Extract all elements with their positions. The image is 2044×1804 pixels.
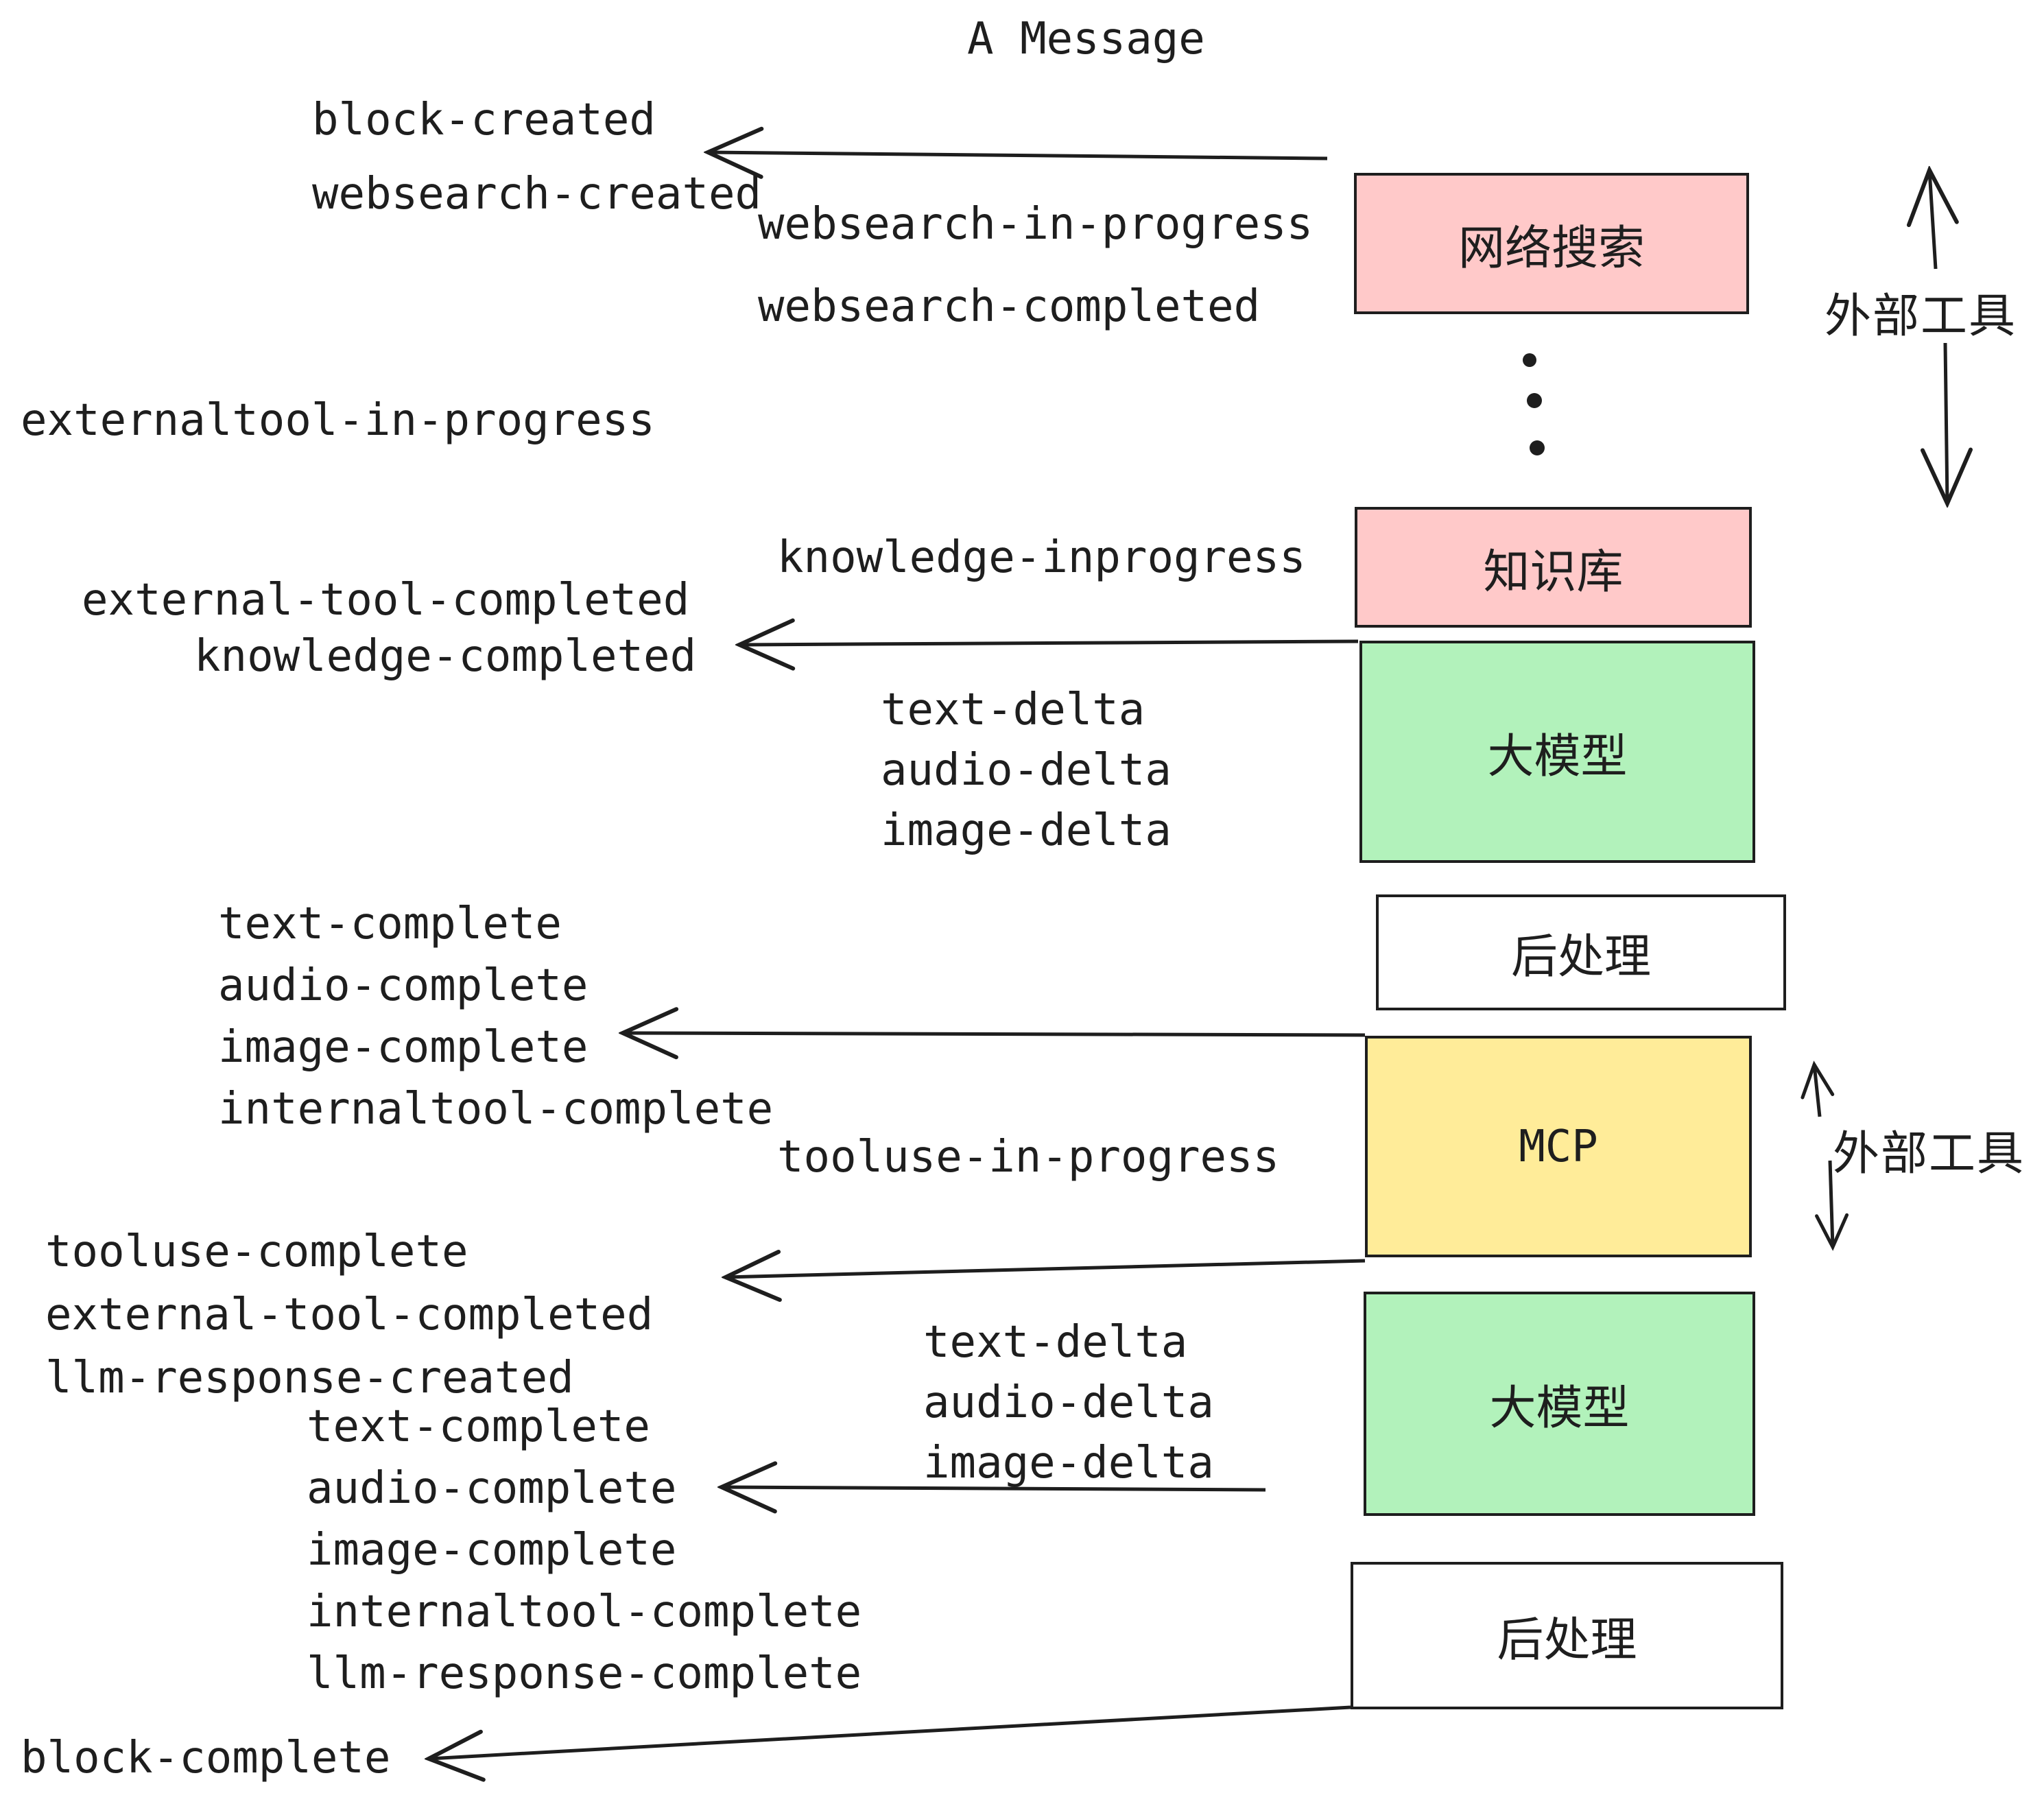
event-knowledge-inprogress: knowledge-inprogress (777, 532, 1306, 583)
event-tooluse-in-progress: tooluse-in-progress (777, 1132, 1280, 1183)
event-websearch-completed: websearch-completed (758, 281, 1261, 332)
event-audio-delta-2: audio-delta (923, 1377, 1214, 1428)
event-image-delta-1: image-delta (881, 805, 1172, 856)
node-websearch: 网络搜索 (1354, 173, 1749, 314)
event-text-complete-2: text-complete (307, 1401, 650, 1452)
arrow-knowledge-to-completed (739, 641, 1359, 645)
arrow-post1-to-complete-list (623, 1033, 1366, 1035)
event-text-complete-1: text-complete (218, 899, 562, 949)
event-image-complete-1: image-complete (218, 1022, 589, 1073)
node-postprocess-2: 后处理 (1351, 1562, 1783, 1709)
node-mcp: MCP (1365, 1036, 1752, 1257)
event-llm-response-complete: llm-response-complete (307, 1648, 862, 1699)
event-websearch-created: websearch-created (312, 169, 762, 219)
ellipsis-dots (1523, 353, 1545, 455)
event-image-delta-2: image-delta (923, 1438, 1214, 1488)
arrow-websearch-to-created (708, 152, 1328, 158)
arrow-post2-to-block-complete (429, 1705, 1351, 1759)
event-text-delta-2: text-delta (923, 1317, 1188, 1368)
event-external-tool-completed-2: external-tool-completed (45, 1290, 654, 1340)
event-external-tool-completed-1: external-tool-completed (82, 575, 690, 626)
event-internaltool-complete-2: internaltool-complete (307, 1587, 862, 1637)
external-tools-top-up-arrow (1929, 170, 1936, 270)
external-tools-top-down-arrow (1945, 342, 1947, 503)
event-audio-complete-1: audio-complete (218, 960, 589, 1011)
external-tools-bottom-up-arrow (1801, 1060, 1835, 1117)
node-postprocess-1: 后处理 (1376, 894, 1786, 1010)
external-tools-label-top: 外部工具 (1825, 289, 2017, 344)
node-llm-1: 大模型 (1359, 641, 1755, 863)
node-llm-2: 大模型 (1364, 1292, 1755, 1516)
event-knowledge-completed: knowledge-completed (194, 631, 697, 682)
event-image-complete-2: image-complete (307, 1525, 677, 1576)
arrow-mcp-to-tooluse-complete (726, 1261, 1366, 1277)
diagram-title: A Message (967, 14, 1205, 64)
node-knowledge: 知识库 (1355, 507, 1752, 628)
event-llm-response-created: llm-response-created (45, 1353, 574, 1403)
event-audio-delta-1: audio-delta (881, 745, 1172, 796)
event-audio-complete-2: audio-complete (307, 1463, 677, 1514)
event-text-delta-1: text-delta (881, 685, 1145, 735)
event-internaltool-complete-1: internaltool-complete (218, 1084, 774, 1135)
event-tooluse-complete: tooluse-complete (45, 1226, 468, 1277)
event-externaltool-in-progress: externaltool-in-progress (21, 395, 655, 446)
event-block-complete: block-complete (21, 1733, 391, 1783)
external-tools-label-bottom: 外部工具 (1833, 1127, 2025, 1181)
event-block-created: block-created (312, 95, 656, 145)
event-websearch-in-progress: websearch-in-progress (758, 199, 1314, 250)
